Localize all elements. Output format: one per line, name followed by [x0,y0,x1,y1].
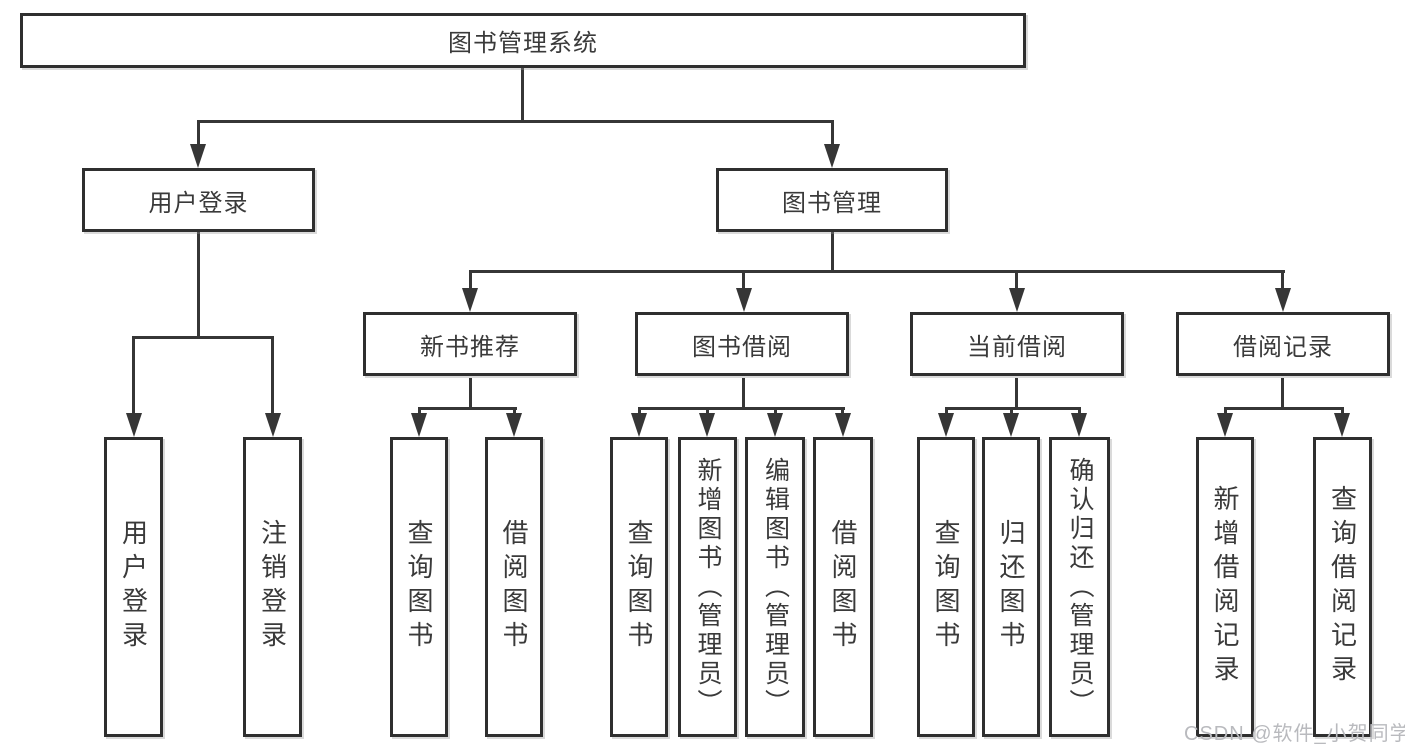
arrowhead-icon [1217,413,1233,437]
connector-line [418,407,517,410]
leaf-nb-query-book-label: 查询图书 [404,519,434,655]
leaf-cb-return-book: 归还图书 [982,437,1040,737]
connector-line [638,407,845,410]
connector-line [197,232,200,336]
connector-line [945,407,1081,410]
arrowhead-icon [1071,413,1087,437]
arrowhead-icon [462,288,478,312]
arrowhead-icon [506,413,522,437]
leaf-br-add-record: 新增借阅记录 [1196,437,1254,737]
arrowhead-icon [767,413,783,437]
connector-line [841,407,844,415]
leaf-bb-borrow-book: 借阅图书 [813,437,873,737]
arrowhead-icon [265,413,281,437]
arrowhead-icon [631,413,647,437]
leaf-cb-confirm-return-admin-label: 确认归还（管理员） [1066,456,1094,718]
leaf-br-query-record: 查询借阅记录 [1313,437,1372,737]
connector-line [945,407,948,415]
leaf-br-add-record-label: 新增借阅记录 [1210,485,1240,689]
connector-line [469,270,1285,273]
node-borrow-records-label: 借阅记录 [1233,333,1333,361]
node-new-book-recommend: 新书推荐 [363,312,577,376]
arrowhead-icon [736,288,752,312]
leaf-nb-query-book: 查询图书 [390,437,448,737]
connector-line [638,407,641,415]
connector-line [1224,407,1227,415]
leaf-bb-add-book-admin-label: 新增图书（管理员） [694,456,722,718]
leaf-nb-borrow-book-label: 借阅图书 [499,519,529,655]
leaf-logout: 注销登录 [243,437,302,737]
connector-line [742,378,745,407]
leaf-bb-borrow-book-label: 借阅图书 [828,519,858,655]
connector-line [742,270,745,288]
leaf-logout-label: 注销登录 [257,519,288,655]
leaf-bb-edit-book-admin-label: 编辑图书（管理员） [761,456,790,718]
node-user-login: 用户登录 [82,168,315,232]
connector-line [1281,270,1284,288]
leaf-cb-confirm-return-admin: 确认归还（管理员） [1049,437,1110,737]
node-current-borrow-label: 当前借阅 [967,333,1067,361]
arrowhead-icon [938,413,954,437]
leaf-bb-query-book: 查询图书 [610,437,668,737]
node-book-borrow-label: 图书借阅 [692,333,792,361]
connector-line [132,336,274,339]
leaf-user-login: 用户登录 [104,437,163,737]
connector-line [1015,378,1018,407]
leaf-cb-return-book-label: 归还图书 [996,519,1026,655]
connector-line [521,68,524,120]
leaf-bb-edit-book-admin: 编辑图书（管理员） [745,437,805,737]
connector-line [469,378,472,407]
leaf-bb-add-book-admin: 新增图书（管理员） [678,437,737,737]
node-root: 图书管理系统 [20,13,1026,68]
leaf-bb-query-book-label: 查询图书 [624,519,654,655]
node-book-borrow: 图书借阅 [635,312,849,376]
arrowhead-icon [126,413,142,437]
node-book-management: 图书管理 [716,168,948,232]
leaf-user-login-label: 用户登录 [118,519,149,655]
connector-line [197,120,834,123]
connector-line [197,120,200,145]
connector-line [513,407,516,415]
connector-line [1281,378,1284,407]
arrowhead-icon [1009,288,1025,312]
connector-line [1224,407,1344,410]
connector-line [469,270,472,288]
node-current-borrow: 当前借阅 [910,312,1124,376]
node-root-label: 图书管理系统 [448,30,598,57]
leaf-cb-query-book-label: 查询图书 [931,519,961,655]
node-user-login-label: 用户登录 [148,189,249,217]
connector-line [1010,407,1013,415]
leaf-cb-query-book: 查询图书 [917,437,975,737]
arrowhead-icon [835,413,851,437]
connector-line [271,336,274,413]
watermark-text: CSDN @软件_小贺同学 [1184,723,1405,745]
arrowhead-icon [699,413,715,437]
node-new-book-recommend-label: 新书推荐 [420,333,520,361]
connector-line [1015,270,1018,288]
node-borrow-records: 借阅记录 [1176,312,1390,376]
arrowhead-icon [1003,413,1019,437]
leaf-br-query-record-label: 查询借阅记录 [1327,485,1358,689]
arrowhead-icon [824,144,840,168]
arrowhead-icon [1334,413,1350,437]
arrowhead-icon [190,144,206,168]
connector-line [706,407,709,415]
arrowhead-icon [411,413,427,437]
connector-line [1341,407,1344,415]
connector-line [831,232,834,270]
arrowhead-icon [1275,288,1291,312]
connector-line [1078,407,1081,415]
connector-line [774,407,777,415]
connector-line [418,407,421,415]
connector-line [831,120,834,145]
leaf-nb-borrow-book: 借阅图书 [485,437,543,737]
connector-line [132,336,135,413]
node-book-management-label: 图书管理 [782,189,882,217]
